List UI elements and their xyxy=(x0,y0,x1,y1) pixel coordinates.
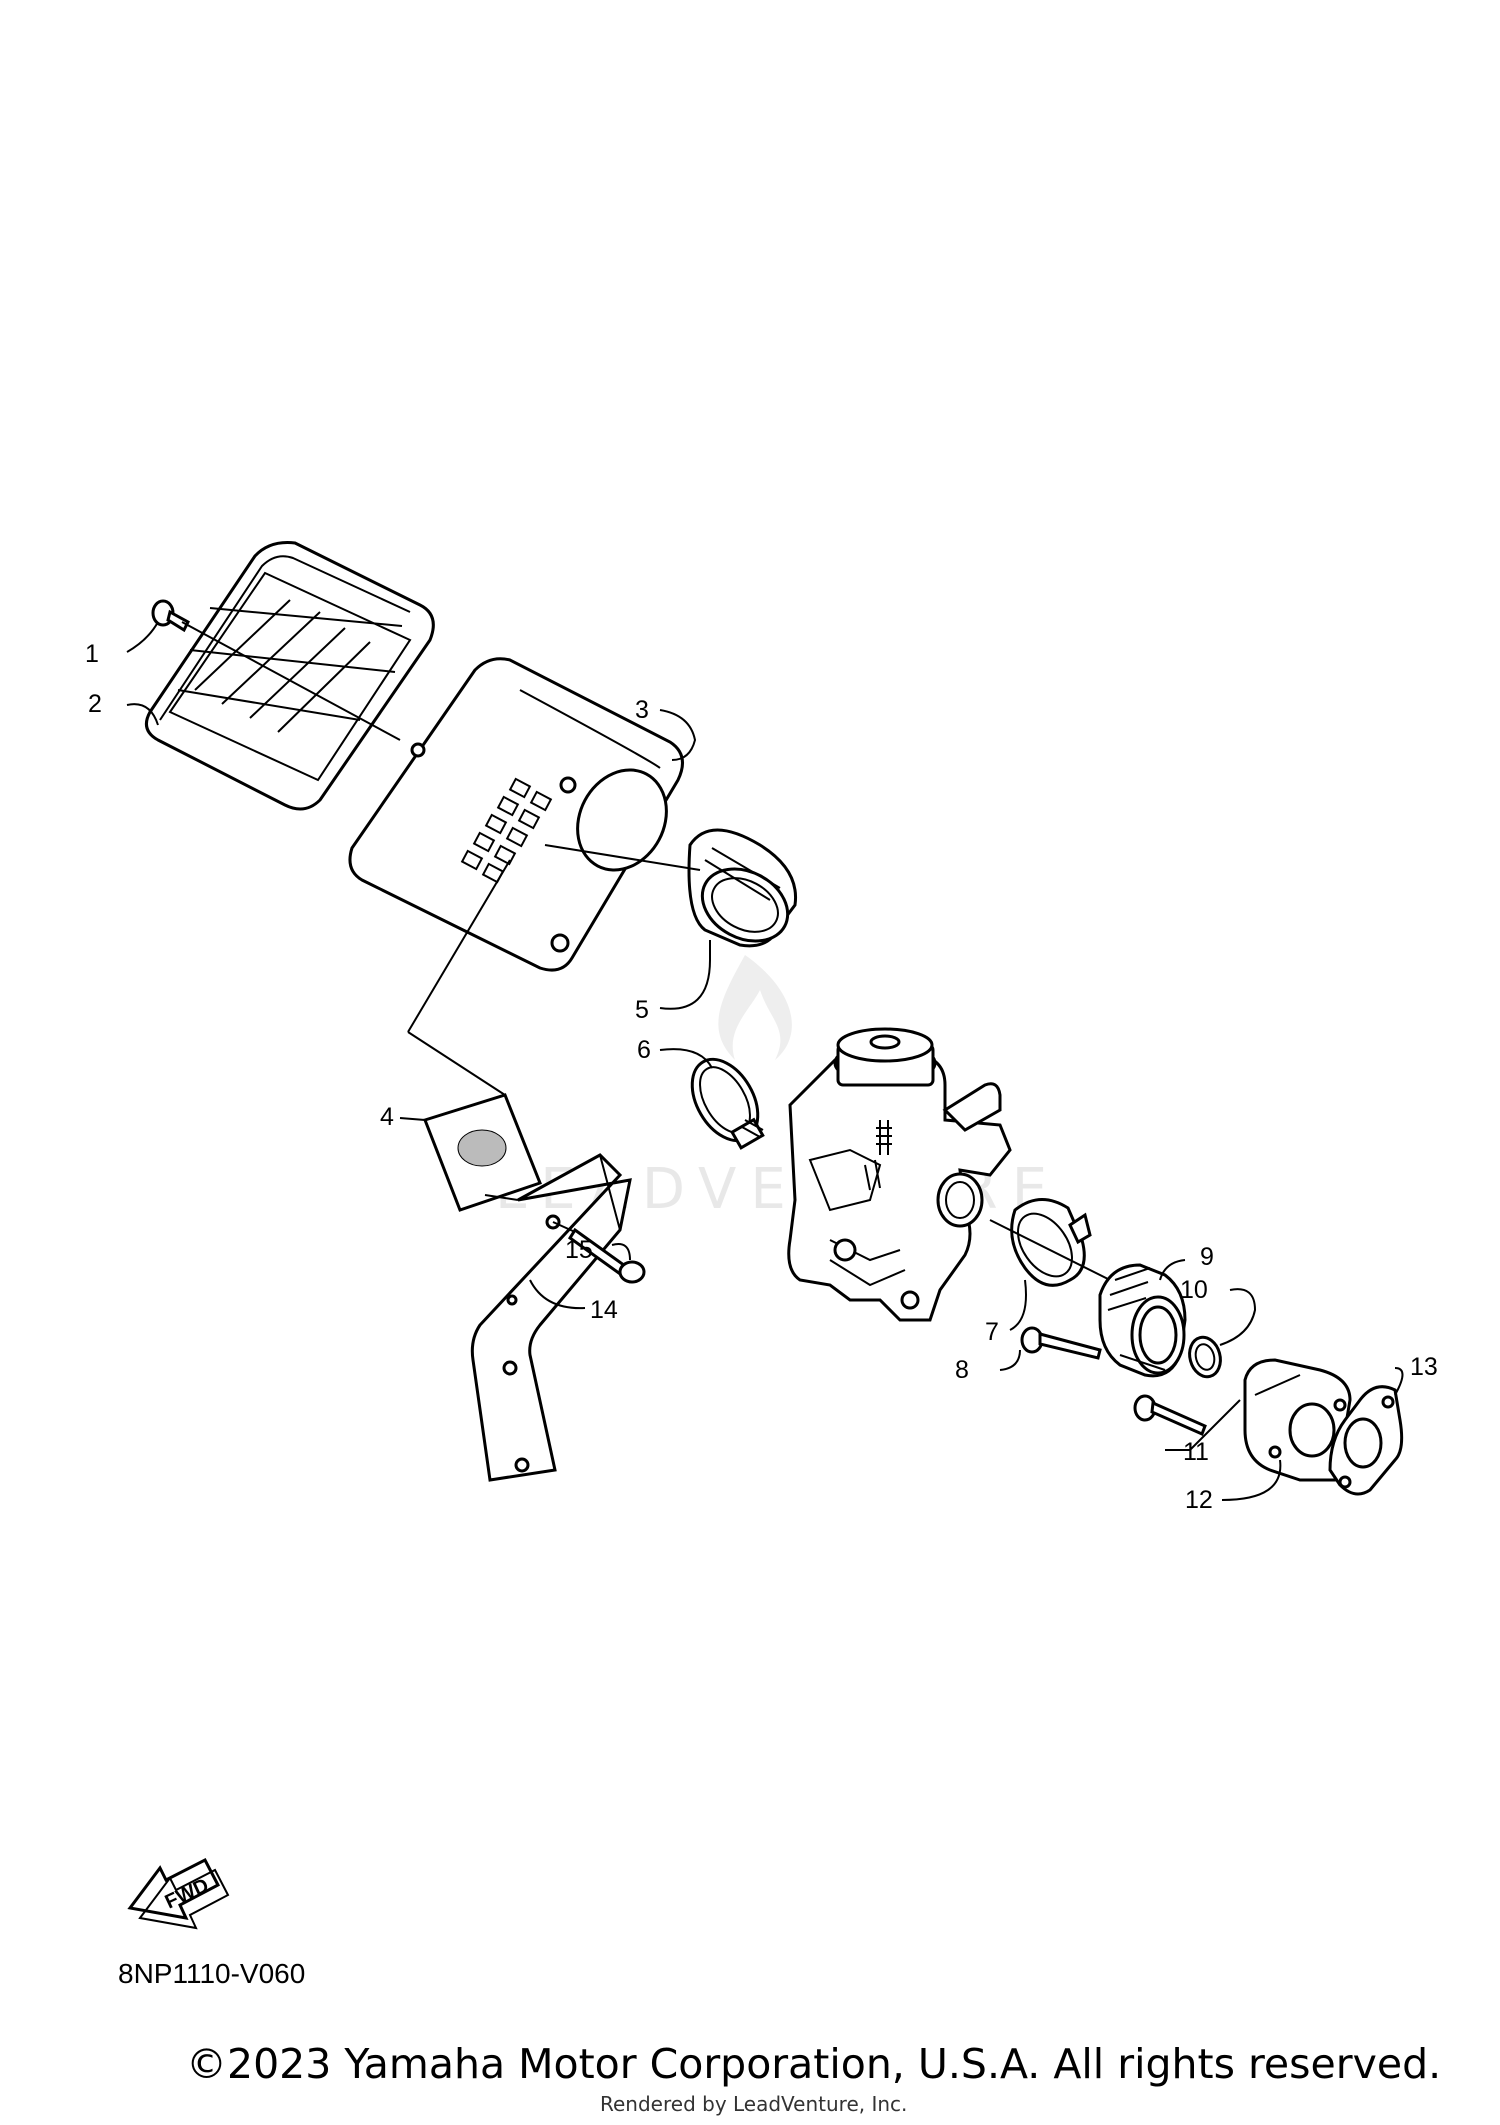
gasket-part-13[interactable] xyxy=(1328,1385,1404,1496)
callout-14[interactable]: 14 xyxy=(590,1296,618,1324)
leader-10 xyxy=(1219,1288,1257,1346)
bolt-part-11[interactable] xyxy=(1133,1394,1207,1437)
hose-clamp-part-7[interactable] xyxy=(989,1198,1111,1287)
leader-2 xyxy=(126,703,159,726)
leader-8 xyxy=(999,1349,1021,1371)
callout-8[interactable]: 8 xyxy=(955,1356,969,1384)
leader-3 xyxy=(659,709,697,761)
leader-9 xyxy=(1159,1259,1186,1281)
air-cleaner-joint[interactable] xyxy=(544,828,800,955)
watermark-flame-icon xyxy=(718,955,792,1060)
leader-14 xyxy=(529,1279,586,1310)
callout-7[interactable]: 7 xyxy=(985,1318,999,1346)
bracket-part-14[interactable] xyxy=(470,1153,632,1482)
callout-3[interactable]: 3 xyxy=(635,696,649,724)
leader-1 xyxy=(126,621,159,653)
intake-manifold-part-12[interactable] xyxy=(1243,1358,1353,1482)
diagram-code: 8NP1110-V060 xyxy=(118,1958,306,1989)
callout-9[interactable]: 9 xyxy=(1200,1243,1214,1271)
callout-6[interactable]: 6 xyxy=(637,1036,651,1064)
bolt-part-15[interactable] xyxy=(552,1221,646,1284)
rendered-by-notice: Rendered by LeadVenture, Inc. xyxy=(600,2092,908,2116)
copyright-notice: ©2023 Yamaha Motor Corporation, U.S.A. A… xyxy=(186,2040,1442,2088)
callout-10[interactable]: 10 xyxy=(1180,1276,1208,1304)
callout-1[interactable]: 1 xyxy=(85,640,99,668)
screw-part-1[interactable] xyxy=(151,599,401,741)
hose-clamp-part-6[interactable] xyxy=(679,1048,771,1152)
leader-6 xyxy=(659,1048,713,1069)
leader-11 xyxy=(1165,1399,1241,1451)
callout-4[interactable]: 4 xyxy=(380,1103,394,1131)
callout-15[interactable]: 15 xyxy=(565,1236,593,1264)
o-ring-part-10[interactable] xyxy=(1185,1334,1224,1380)
filter-label-part-4[interactable] xyxy=(407,859,542,1212)
callout-12[interactable]: 12 xyxy=(1185,1486,1213,1514)
leader-7 xyxy=(1009,1279,1027,1331)
leader-15 xyxy=(611,1243,631,1261)
callout-5[interactable]: 5 xyxy=(635,996,649,1024)
leader-4 xyxy=(399,1117,426,1121)
air-filter-element[interactable] xyxy=(144,541,435,811)
carburetor[interactable] xyxy=(787,1027,1012,1322)
bolt-part-8[interactable] xyxy=(1020,1326,1102,1360)
air-cleaner-case[interactable] xyxy=(348,657,684,972)
callout-2[interactable]: 2 xyxy=(88,690,102,718)
callout-13[interactable]: 13 xyxy=(1410,1353,1438,1381)
callout-11[interactable]: 11 xyxy=(1183,1438,1209,1466)
leader-5 xyxy=(659,940,711,1010)
leader-13 xyxy=(1394,1367,1404,1396)
leader-12 xyxy=(1221,1459,1282,1501)
carburetor-joint-part-9[interactable] xyxy=(1098,1263,1187,1378)
fwd-arrow-icon: FWD xyxy=(127,1857,230,1930)
